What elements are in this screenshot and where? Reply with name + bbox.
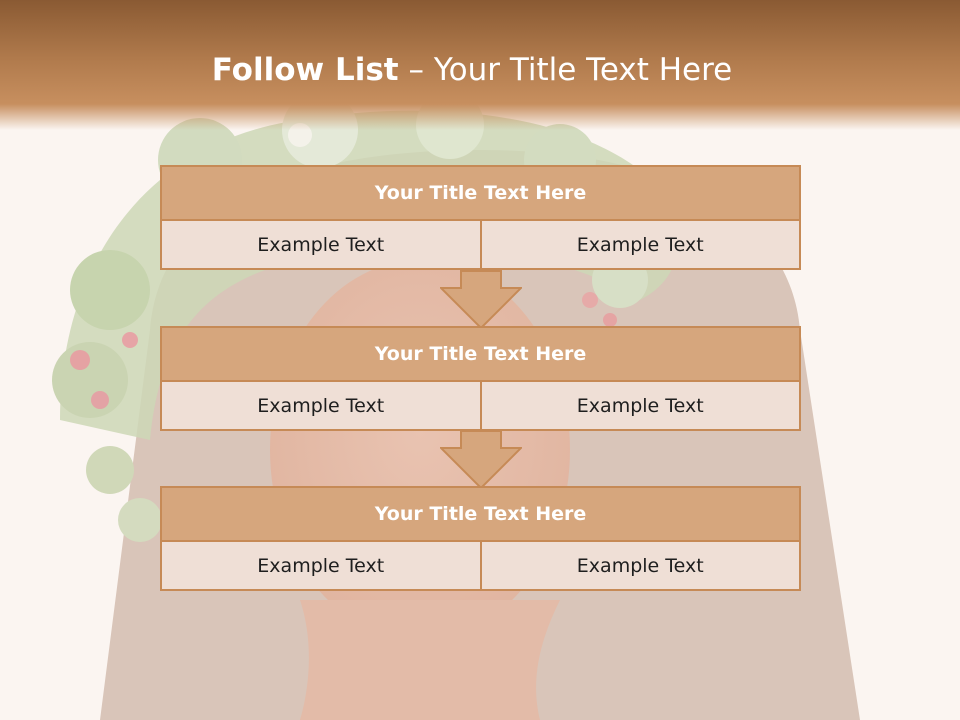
block-row: Example Text Example Text [160,221,801,270]
block-title: Your Title Text Here [160,326,801,382]
block-row: Example Text Example Text [160,382,801,431]
block-cell-right: Example Text [481,221,801,270]
block-title: Your Title Text Here [160,486,801,542]
block-cell-right: Example Text [481,382,801,431]
block-title: Your Title Text Here [160,165,801,221]
block-cell-left: Example Text [160,221,482,270]
list-block-1: Your Title Text Here Example Text Exampl… [160,165,801,270]
down-arrow-icon [440,430,522,490]
block-cell-right: Example Text [481,542,801,591]
block-cell-left: Example Text [160,542,482,591]
slide-title: Follow List – Your Title Text Here [0,52,944,88]
header-band [0,0,960,130]
block-cell-left: Example Text [160,382,482,431]
block-row: Example Text Example Text [160,542,801,591]
slide-title-main: Follow List [211,52,399,88]
list-block-2: Your Title Text Here Example Text Exampl… [160,326,801,431]
slide-title-subtitle: – Your Title Text Here [398,52,733,88]
down-arrow-icon [440,270,522,330]
list-block-3: Your Title Text Here Example Text Exampl… [160,486,801,591]
